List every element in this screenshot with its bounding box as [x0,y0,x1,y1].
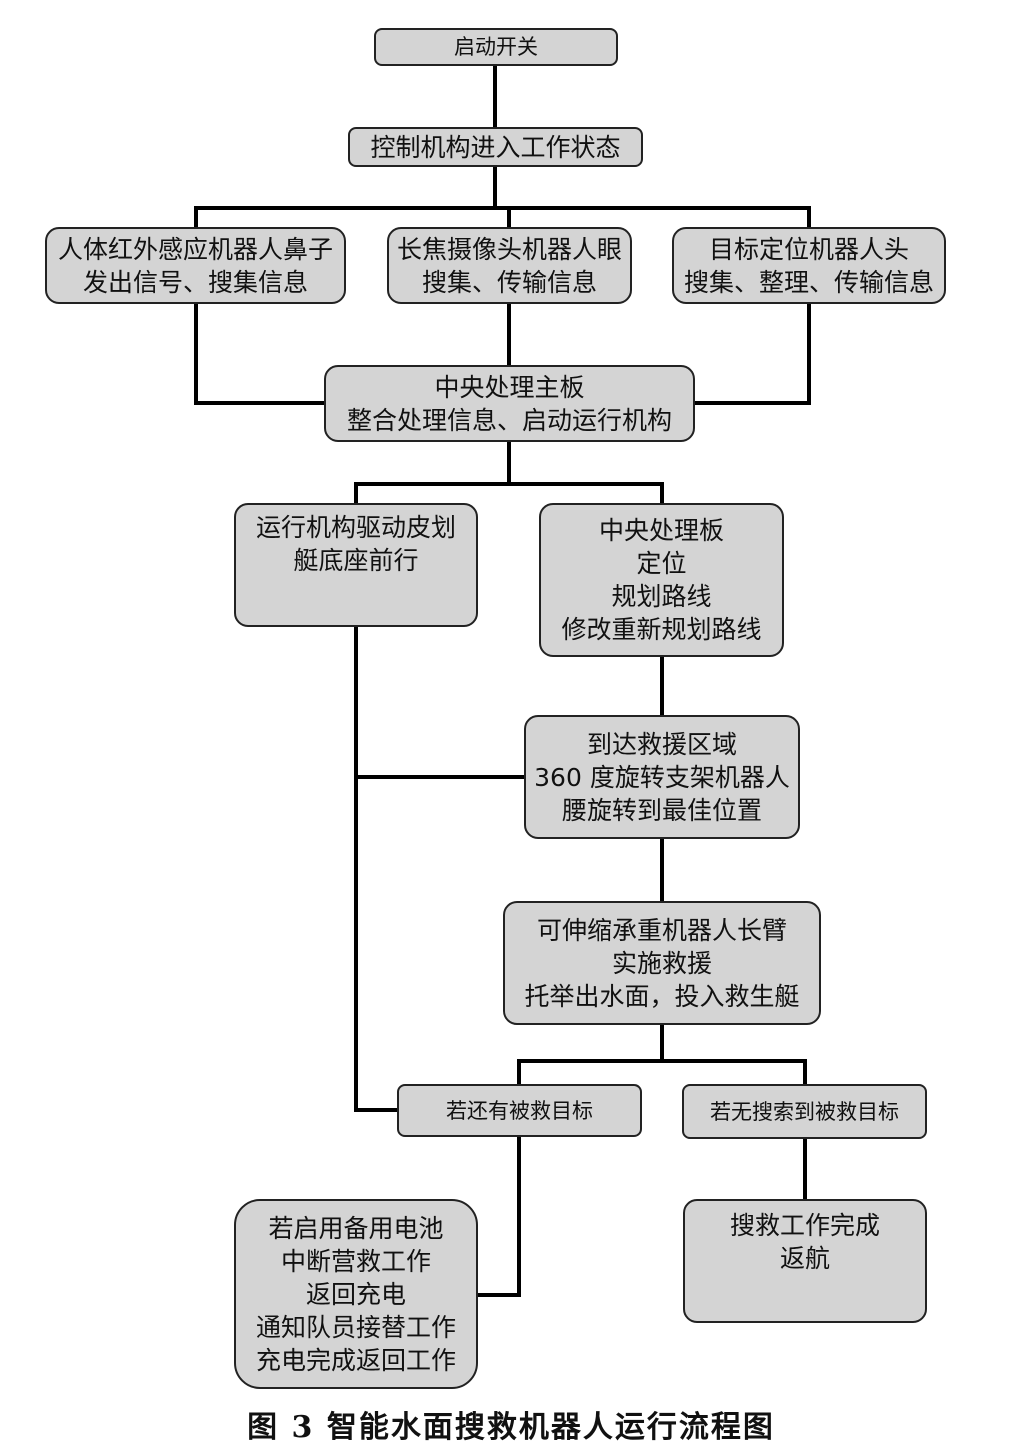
battery-line-5: 充电完成返回工作 [255,1345,456,1375]
central-planning-box: 中央处理板定位规划路线修改重新规划路线 [539,503,784,657]
start-switch-box: 启动开关 [374,28,618,66]
control-line-1: 控制机构进入工作状态 [370,132,621,162]
plan-line-3: 规划路线 [611,582,712,611]
arrive-line-1: 到达救援区域 [586,729,737,759]
nose-line-2: 发出信号、搜集信息 [82,267,308,297]
drive-line-2: 艇底座前行 [293,546,419,575]
backup-battery-box: 若启用备用电池中断营救工作返回充电通知队员接替工作充电完成返回工作 [234,1199,478,1389]
nose-line-1: 人体红外感应机器人鼻子 [57,234,333,264]
arrive-line-2: 360 度旋转支架机器人 [534,762,790,792]
board-line-1: 中央处理主板 [434,372,585,402]
eye-line-1: 长焦摄像头机器人眼 [396,234,622,264]
plan-line-2: 定位 [636,549,687,578]
central-mainboard-box: 中央处理主板整合处理信息、启动运行机构 [324,365,695,442]
target-head-box: 目标定位机器人头搜集、整理、传输信息 [672,227,946,304]
done-line-1: 搜救工作完成 [729,1211,880,1240]
no-targets-box: 若无搜索到被救目标 [682,1084,927,1139]
board-line-2: 整合处理信息、启动运行机构 [346,405,672,435]
drive-box: 运行机构驱动皮划艇底座前行 [234,503,478,627]
plan-line-4: 修改重新规划路线 [561,615,762,644]
line-more-battery [475,1134,521,1297]
eye-line-2: 搜集、传输信息 [421,267,597,297]
line-head-board [693,301,811,405]
camera-eye-box: 长焦摄像头机器人眼搜集、传输信息 [387,227,632,304]
battery-line-1: 若启用备用电池 [268,1213,444,1243]
more-line-1: 若还有被救目标 [446,1098,593,1123]
more-targets-box: 若还有被救目标 [397,1084,642,1137]
start-line-1: 启动开关 [454,35,538,59]
control-box: 控制机构进入工作状态 [348,127,643,167]
arm-line-3: 托举出水面，投入救生艇 [524,981,800,1011]
battery-line-2: 中断营救工作 [280,1246,431,1276]
arm-line-2: 实施救援 [611,948,712,978]
infrared-nose-box: 人体红外感应机器人鼻子发出信号、搜集信息 [45,227,346,304]
line-nose-board [194,301,327,405]
arm-line-1: 可伸缩承重机器人长臂 [536,915,787,945]
head-line-1: 目标定位机器人头 [708,234,909,264]
figure-caption: 图 3 智能水面搜救机器人运行流程图 [247,1410,775,1445]
battery-line-3: 返回充电 [305,1279,406,1309]
none-line-1: 若无搜索到被救目标 [710,1099,899,1124]
plan-line-1: 中央处理板 [598,516,724,545]
done-line-2: 返航 [779,1244,830,1273]
arrive-line-3: 腰旋转到最佳位置 [561,795,762,825]
battery-line-4: 通知队员接替工作 [255,1312,456,1342]
drive-line-1: 运行机构驱动皮划 [255,513,456,542]
robot-arm-box: 可伸缩承重机器人长臂实施救援托举出水面，投入救生艇 [503,901,821,1025]
mission-complete-box: 搜救工作完成返航 [683,1199,927,1323]
head-line-2: 搜集、整理、传输信息 [683,267,934,297]
